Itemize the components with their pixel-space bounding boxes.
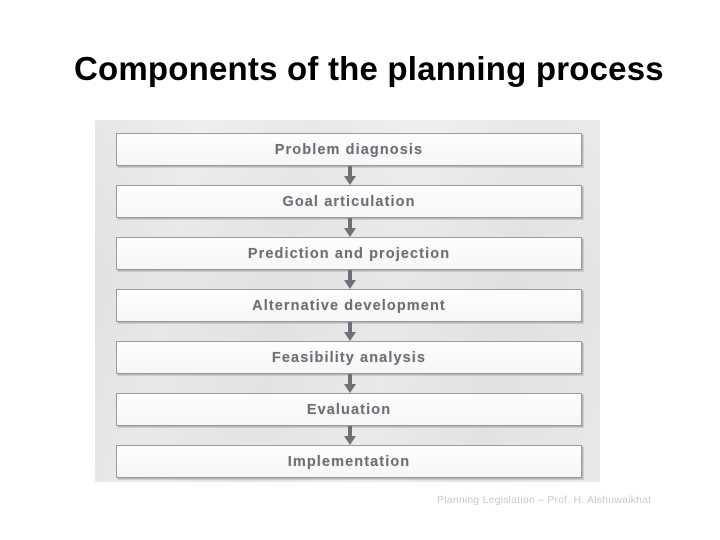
flow-box-evaluation: Evaluation [116,393,582,426]
flow-box-alternative-development: Alternative development [116,289,582,322]
arrow-head [344,280,356,289]
flow-box-label: Goal articulation [282,193,416,210]
flow-box-label: Prediction and projection [247,245,451,262]
flow-step-6: Evaluation [116,393,584,445]
down-arrow-icon [342,322,358,341]
flow-box-implementation: Implementation [116,445,582,478]
flow-box-label: Feasibility analysis [271,349,427,366]
arrow-shaft [348,374,352,386]
arrow-shaft [348,322,352,334]
arrow-head [344,436,356,445]
flow-box-label: Alternative development [252,297,446,314]
arrow-head [344,228,356,237]
arrow-head [344,332,356,341]
down-arrow-icon [342,374,358,393]
arrow-head [344,176,356,185]
arrow-shaft [348,218,352,230]
flow-box-prediction-and-projection: Prediction and projection [116,237,582,270]
flowchart-image: Problem diagnosis Goal articulation Pred… [95,120,600,482]
flow-box-label: Evaluation [306,401,392,418]
flow-step-5: Feasibility analysis [116,341,584,393]
flow-box-label: Problem diagnosis [274,141,424,158]
down-arrow-icon [342,218,358,237]
arrow-shaft [348,270,352,282]
flowchart: Problem diagnosis Goal articulation Pred… [116,133,584,497]
down-arrow-icon [342,270,358,289]
arrow-head [344,384,356,393]
flow-step-2: Goal articulation [116,185,584,237]
page-title: Components of the planning process [74,50,664,87]
down-arrow-icon [342,426,358,445]
footer-credit: Planning Legislation – Prof. H. Alshuwai… [437,494,652,506]
flow-box-feasibility-analysis: Feasibility analysis [116,341,582,374]
flow-step-7: Implementation [116,445,584,497]
down-arrow-icon [342,166,358,185]
arrow-shaft [348,426,352,438]
flow-step-3: Prediction and projection [116,237,584,289]
arrow-shaft [348,166,352,178]
flow-box-problem-diagnosis: Problem diagnosis [116,133,582,166]
flow-box-goal-articulation: Goal articulation [116,185,582,218]
flow-step-1: Problem diagnosis [116,133,584,185]
flow-step-4: Alternative development [116,289,584,341]
flow-box-label: Implementation [287,453,411,470]
